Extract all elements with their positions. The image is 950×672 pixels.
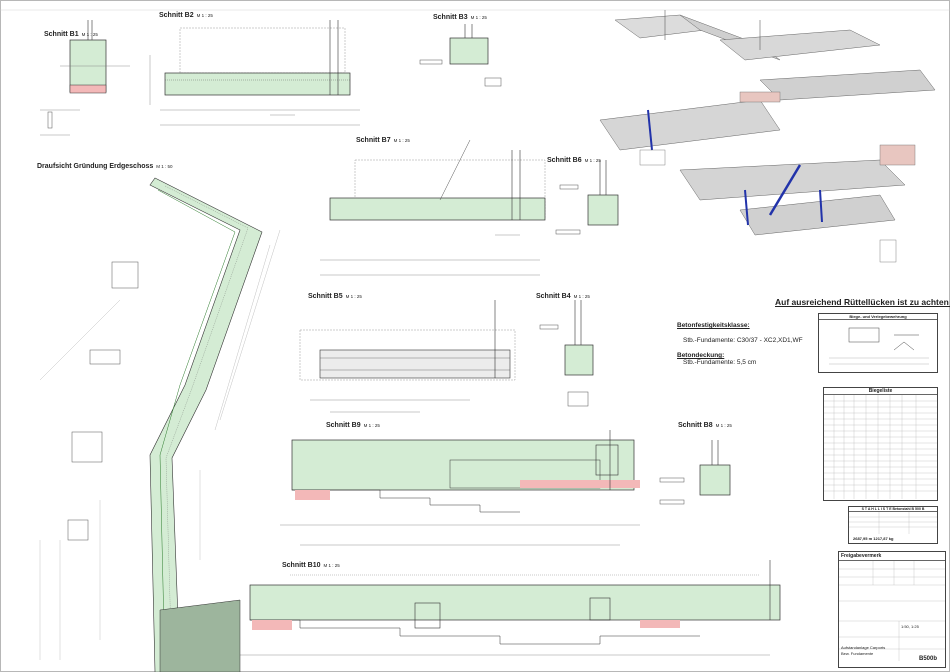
- vibration-gap-notice: Auf ausreichend Rüttellücken ist zu acht…: [775, 297, 950, 307]
- section-b2-drawing: [149, 20, 360, 126]
- bending-list-title: Biegeliste: [824, 388, 937, 395]
- project-line-2: Bew. Fundamente: [841, 651, 874, 656]
- bending-legend-title: Biege- und Verlegebewehrung: [819, 314, 937, 320]
- steel-list-panel: S T A H L L I S T E Betonstahl B 500 B 2…: [848, 506, 938, 544]
- concrete-spec: Betonfestigkeitsklasse: Stb.-Fundamente:…: [677, 322, 803, 366]
- plan-view-drawing: [39, 177, 281, 672]
- drawing-scale: 1:50, 1:25: [901, 624, 919, 629]
- section-b3-drawing: [419, 24, 502, 87]
- bending-list-panel: Biegeliste: [823, 387, 938, 501]
- title-block: Freigabevermerk Aufstandanlage Carports …: [838, 551, 946, 668]
- section-b8-drawing: [659, 440, 731, 505]
- drawing-number: B500b: [919, 656, 938, 662]
- section-b9-drawing: [280, 430, 640, 546]
- title-block-grid: [839, 561, 945, 661]
- bending-legend-sketch: [829, 327, 929, 365]
- bending-legend-panel: Biege- und Verlegebewehrung: [818, 313, 938, 373]
- isometric-3d-view: [599, 10, 936, 263]
- steel-list-grid: [849, 512, 937, 534]
- release-heading: Freigabevermerk: [839, 552, 945, 561]
- section-b7-drawing: [320, 139, 546, 276]
- bending-list-grid: [824, 395, 937, 499]
- concrete-cover-line: Stb.-Fundamente: 5,5 cm: [683, 359, 757, 366]
- concrete-cover-heading: Betondeckung:: [677, 352, 725, 359]
- section-b1-drawing: [40, 20, 130, 136]
- section-b10-drawing: [240, 560, 781, 656]
- concrete-class-heading: Betonfestigkeitsklasse:: [677, 322, 750, 329]
- section-b5-drawing: [299, 300, 516, 413]
- steel-list-total: 2687,95 m 1217,87 kg: [853, 536, 894, 541]
- concrete-class-line: Stb.-Fundamente: C30/37 - XC2,XD1,WF: [683, 337, 803, 344]
- section-b4-drawing: [539, 300, 594, 407]
- steel-list-title: S T A H L L I S T E Betonstahl B 500 B: [849, 507, 937, 512]
- section-b6-drawing: [555, 160, 619, 235]
- project-line-1: Aufstandanlage Carports: [841, 645, 886, 650]
